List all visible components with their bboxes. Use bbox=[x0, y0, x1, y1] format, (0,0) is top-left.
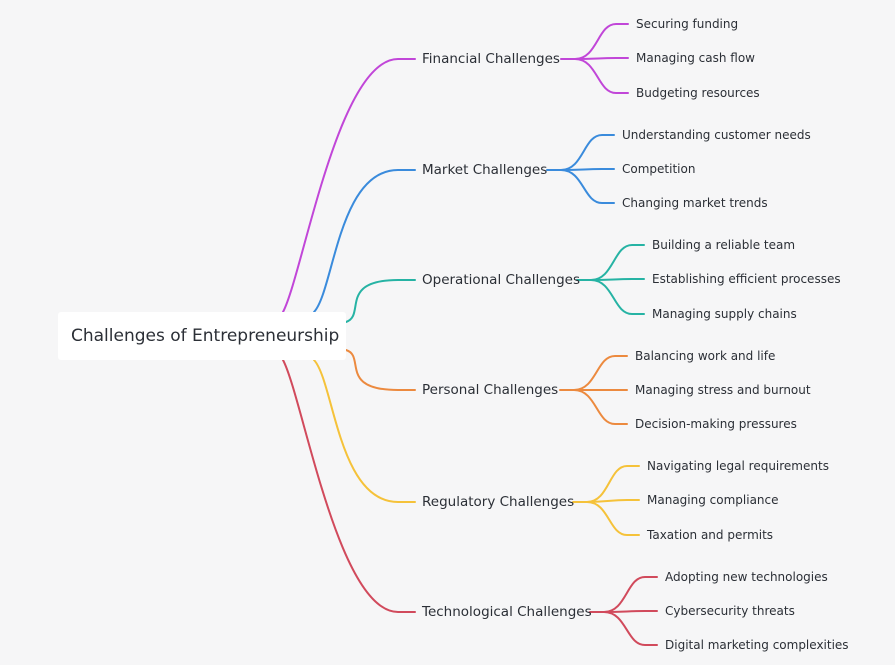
branch-to-leaf-connector bbox=[560, 169, 615, 204]
root-to-branch-connector bbox=[282, 58, 416, 313]
branch-to-leaf-connector bbox=[603, 610, 658, 613]
branch-regulatory[interactable]: Regulatory Challenges bbox=[422, 494, 574, 510]
leaf-changing-market-trends[interactable]: Changing market trends bbox=[622, 196, 768, 210]
leaf-competition[interactable]: Competition bbox=[622, 162, 695, 176]
branch-to-leaf-connector bbox=[574, 23, 629, 60]
root-node[interactable]: Challenges of Entrepreneurship bbox=[58, 312, 346, 360]
leaf-label: Managing supply chains bbox=[652, 307, 797, 321]
branch-label: Financial Challenges bbox=[422, 51, 560, 67]
leaf-balancing-work-life[interactable]: Balancing work and life bbox=[635, 349, 775, 363]
leaf-building-reliable-team[interactable]: Building a reliable team bbox=[652, 238, 795, 252]
leaf-label: Understanding customer needs bbox=[622, 128, 811, 142]
branch-label: Market Challenges bbox=[422, 162, 548, 178]
branch-to-leaf-connector bbox=[574, 57, 629, 60]
leaf-establishing-efficient-processes[interactable]: Establishing efficient processes bbox=[652, 272, 841, 286]
branch-to-leaf-connector bbox=[560, 168, 615, 171]
leaf-decision-making-pressures[interactable]: Decision-making pressures bbox=[635, 417, 797, 431]
branch-to-leaf-connector bbox=[590, 244, 645, 281]
leaf-understanding-customer-needs[interactable]: Understanding customer needs bbox=[622, 128, 811, 142]
leaf-label: Building a reliable team bbox=[652, 238, 796, 252]
leaf-managing-compliance[interactable]: Managing compliance bbox=[647, 493, 779, 507]
root-to-branch-connector bbox=[313, 169, 416, 313]
branch-financial[interactable]: Financial Challenges bbox=[422, 51, 560, 67]
root-to-branch-connector bbox=[313, 359, 416, 503]
root-to-branch-connector bbox=[282, 359, 416, 613]
root-to-branch-connector bbox=[345, 279, 416, 323]
root-node-label: Challenges of Entrepreneurship bbox=[71, 326, 340, 346]
branch-to-leaf-connector bbox=[573, 355, 628, 391]
branch-to-leaf-connector bbox=[603, 576, 658, 613]
branch-market[interactable]: Market Challenges bbox=[422, 162, 547, 178]
leaf-label: Managing cash flow bbox=[636, 51, 755, 65]
leaf-managing-stress-burnout[interactable]: Managing stress and burnout bbox=[635, 383, 811, 397]
branch-to-leaf-connector bbox=[573, 389, 628, 425]
branch-to-leaf-connector bbox=[590, 279, 645, 315]
leaf-cybersecurity-threats[interactable]: Cybersecurity threats bbox=[665, 604, 795, 618]
branch-to-leaf-connector bbox=[560, 134, 615, 171]
branch-technological[interactable]: Technological Challenges bbox=[422, 604, 592, 620]
leaf-label: Changing market trends bbox=[622, 196, 768, 210]
leaf-taxation-permits[interactable]: Taxation and permits bbox=[647, 528, 773, 542]
leaf-label: Adopting new technologies bbox=[665, 570, 828, 584]
leaf-label: Cybersecurity threats bbox=[665, 604, 795, 618]
leaf-label: Decision-making pressures bbox=[635, 417, 797, 431]
leaf-label: Managing compliance bbox=[647, 493, 779, 507]
branch-label: Technological Challenges bbox=[422, 604, 592, 620]
leaf-label: Competition bbox=[622, 162, 696, 176]
leaf-label: Digital marketing complexities bbox=[665, 638, 849, 652]
root-to-branch-connector bbox=[345, 349, 416, 391]
branch-personal[interactable]: Personal Challenges bbox=[422, 382, 558, 398]
leaf-label: Navigating legal requirements bbox=[647, 459, 829, 473]
leaf-label: Securing funding bbox=[636, 17, 739, 31]
leaf-managing-supply-chains[interactable]: Managing supply chains bbox=[652, 307, 797, 321]
branch-label: Operational Challenges bbox=[422, 272, 581, 288]
branch-to-leaf-connector bbox=[574, 58, 629, 94]
leaf-label: Taxation and permits bbox=[647, 528, 774, 542]
branch-to-leaf-connector bbox=[586, 501, 640, 536]
leaf-label: Managing stress and burnout bbox=[635, 383, 811, 397]
branch-label: Personal Challenges bbox=[422, 382, 559, 398]
leaf-securing-funding[interactable]: Securing funding bbox=[636, 17, 738, 31]
leaf-managing-cash-flow[interactable]: Managing cash flow bbox=[636, 51, 755, 65]
leaf-label: Balancing work and life bbox=[635, 349, 776, 363]
branch-label: Regulatory Challenges bbox=[422, 494, 575, 510]
leaf-label: Budgeting resources bbox=[636, 86, 760, 100]
leaf-digital-marketing-complexities[interactable]: Digital marketing complexities bbox=[665, 638, 849, 652]
branch-to-leaf-connector bbox=[590, 278, 645, 281]
leaf-navigating-legal-requirements[interactable]: Navigating legal requirements bbox=[647, 459, 829, 473]
branch-to-leaf-connector bbox=[603, 611, 658, 646]
branch-to-leaf-connector bbox=[586, 465, 640, 503]
leaf-label: Establishing efficient processes bbox=[652, 272, 841, 286]
leaf-budgeting-resources[interactable]: Budgeting resources bbox=[636, 86, 760, 100]
branch-operational[interactable]: Operational Challenges bbox=[422, 272, 580, 288]
leaf-adopting-new-technologies[interactable]: Adopting new technologies bbox=[665, 570, 828, 584]
